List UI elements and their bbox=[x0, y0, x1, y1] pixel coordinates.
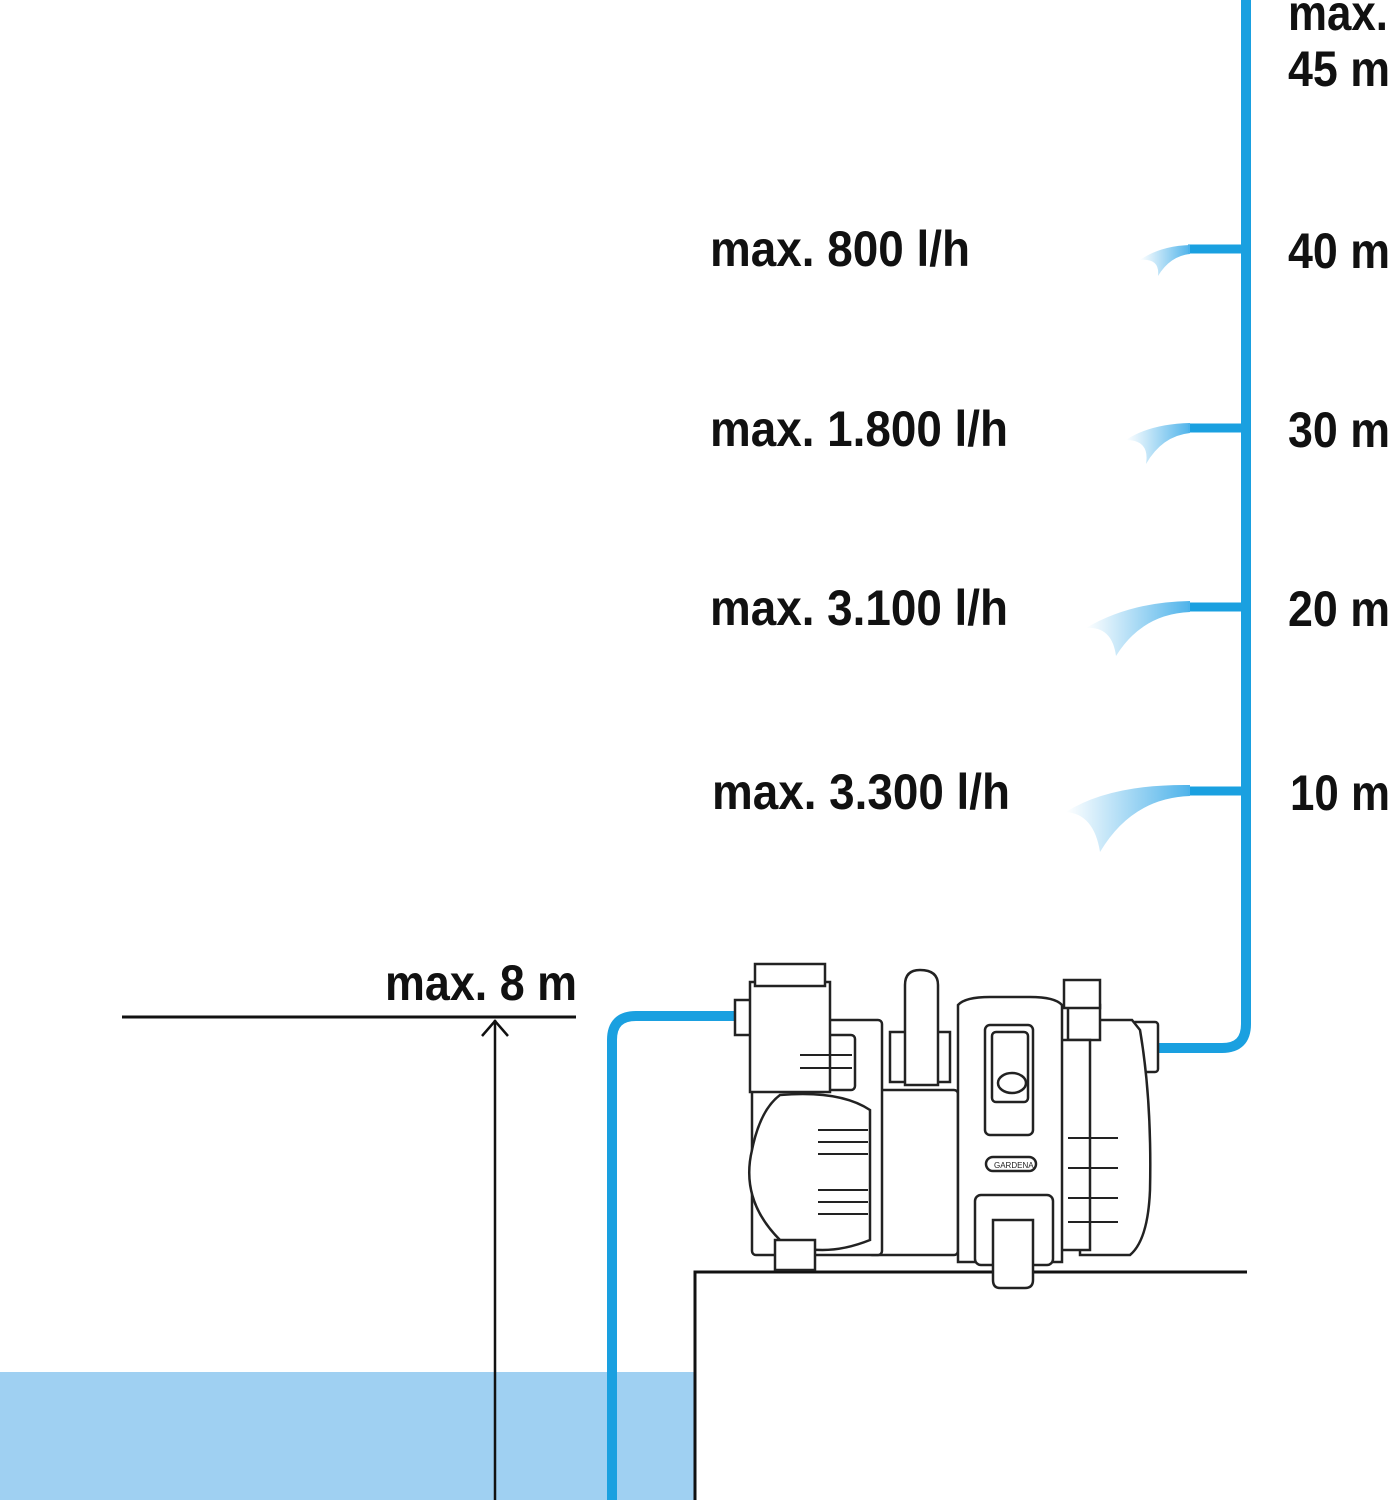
flow-label: max. 3.300 l/h bbox=[712, 764, 1010, 820]
ground-ledge bbox=[693, 1270, 1247, 1500]
outlet-pipe bbox=[1155, 0, 1251, 1053]
height-label: 10 m bbox=[1290, 765, 1390, 821]
intake-pipe bbox=[607, 1011, 736, 1500]
branch-10m bbox=[1066, 784, 1246, 852]
max-head-label-line1: max. bbox=[1288, 0, 1388, 41]
branch-30m bbox=[1126, 423, 1246, 464]
arrow-head-icon bbox=[481, 1019, 509, 1037]
branch-40m bbox=[1140, 244, 1246, 276]
suction-label: max. 8 m bbox=[385, 955, 577, 1011]
garden-pump: GARDENA bbox=[733, 962, 1160, 1290]
pump-brand-logo: GARDENA bbox=[994, 1161, 1034, 1170]
height-label: 40 m bbox=[1288, 223, 1390, 279]
height-label: 30 m bbox=[1288, 402, 1390, 458]
water-body bbox=[0, 1372, 694, 1500]
height-label: 20 m bbox=[1288, 581, 1390, 637]
flow-label: max. 3.100 l/h bbox=[710, 580, 1008, 636]
flow-label: max. 800 l/h bbox=[710, 221, 970, 277]
flow-label: max. 1.800 l/h bbox=[710, 401, 1008, 457]
max-head-label-line2: 45 m bbox=[1288, 41, 1390, 97]
branch-20m bbox=[1086, 601, 1246, 656]
